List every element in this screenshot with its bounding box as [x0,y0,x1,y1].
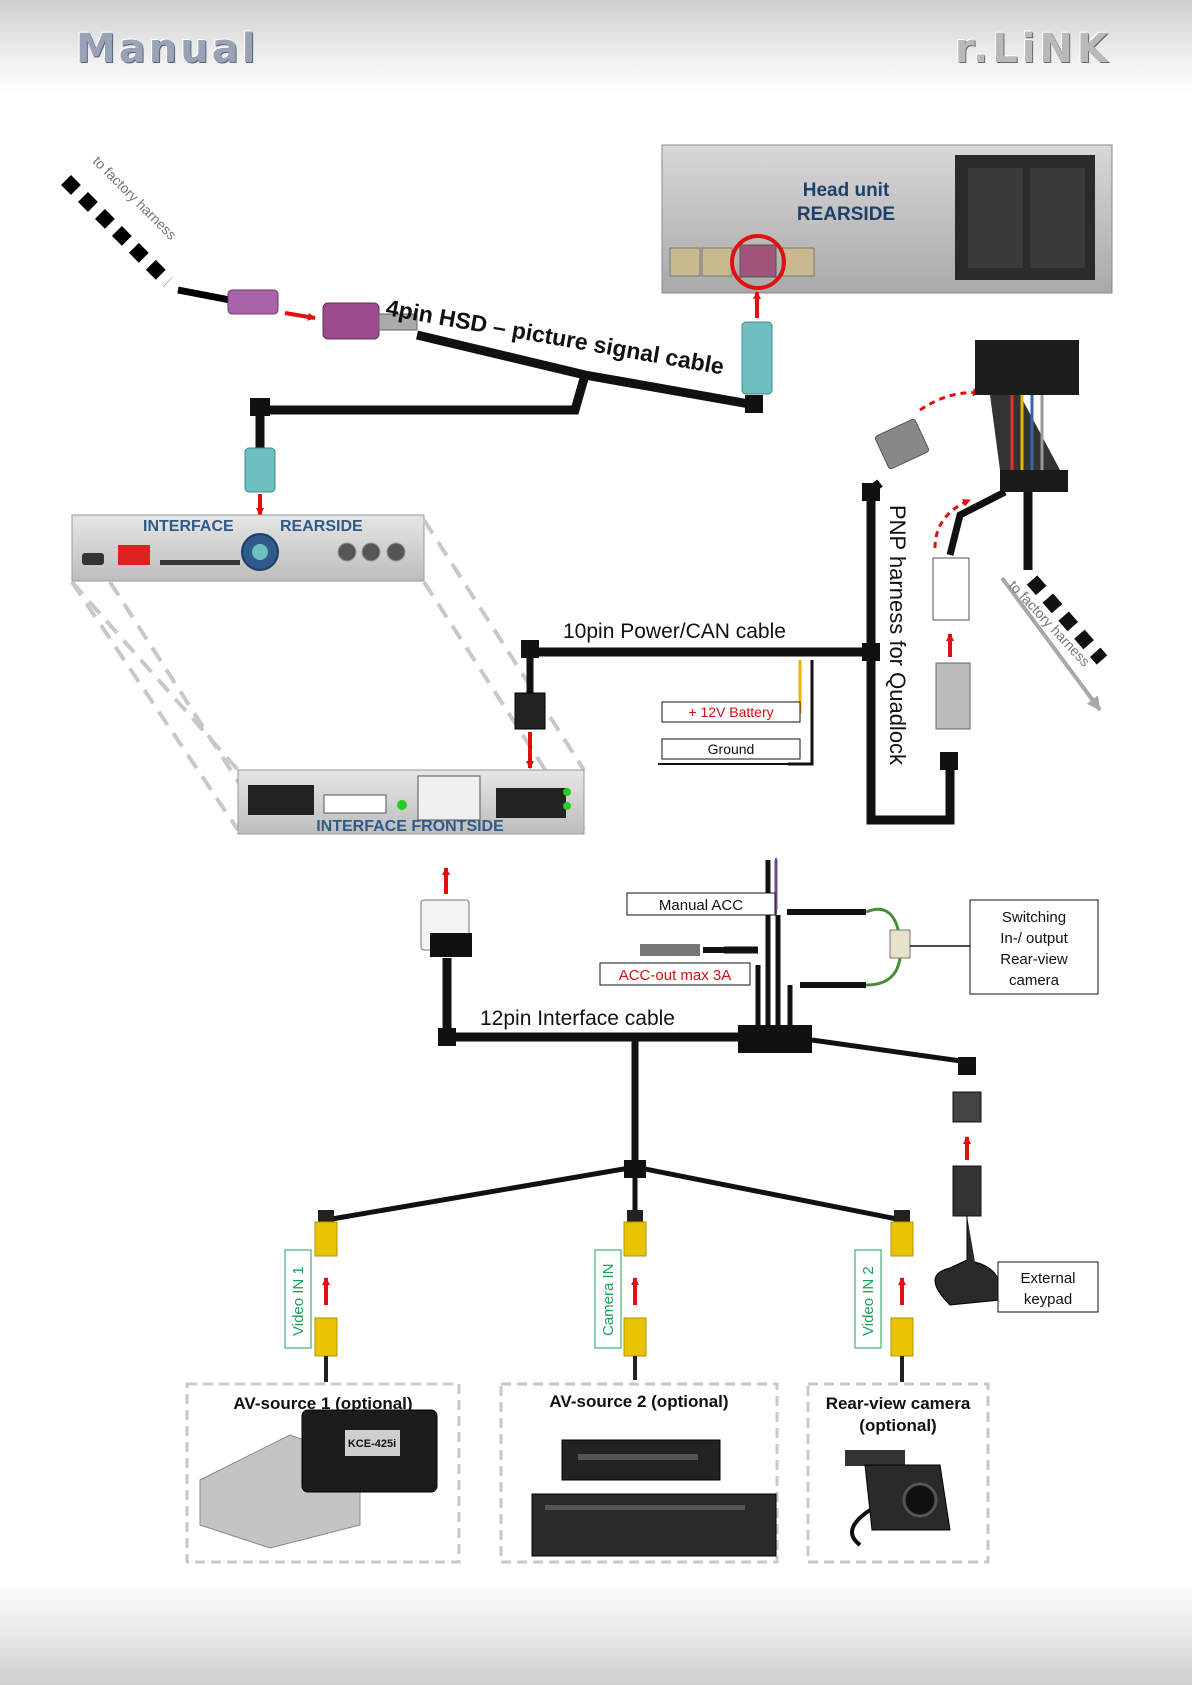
rlink-logo: r.LiNK [955,26,1112,72]
hsd-interface-plug [322,302,380,340]
acc-out-label: ACC-out max 3A [619,967,732,984]
pnp-harness-label: PNP harness for Quadlock [885,505,910,766]
interface-cable-label: 12pin Interface cable [480,1007,675,1030]
rear-camera-label-1: Rear-view camera [826,1394,971,1413]
battery-label: + 12V Battery [688,704,773,720]
av-source-2-box: AV-source 2 (optional) [499,1382,779,1564]
video-in-1-label: Video IN 1 [290,1266,307,1336]
pnp-harness: PNP harness for Quadlock to factory harn… [862,340,1108,825]
left-factory-harness: to factory harness [61,153,418,340]
power-can-plug [514,692,546,730]
to-factory-harness-left: to factory harness [90,153,180,243]
av-source-1-label: AV-source 1 (optional) [233,1394,412,1413]
manual-logo: Manual [76,26,259,72]
hsd-port-highlight [730,234,786,290]
power-can-label: 10pin Power/CAN cable [563,620,786,643]
interface-rearside-right: REARSIDE [280,518,363,535]
av-source-1-box: AV-source 1 (optional) KCE-425i [185,1382,461,1564]
interface-frontside-label: INTERFACE FRONTSIDE [316,818,504,835]
camera-in-label: Camera IN [600,1263,617,1336]
head-unit-title: Head unit [803,180,890,201]
head-unit-subtitle: REARSIDE [797,204,895,225]
ground-label: Ground [708,741,755,757]
rear-camera-label-2: (optional) [859,1416,936,1435]
page-footer [0,1580,1192,1685]
interface-rearside-left: INTERFACE [143,518,234,535]
av-source-2-label: AV-source 2 (optional) [549,1392,728,1411]
hsd-factory-plug [227,289,279,315]
video-in-2-label: Video IN 2 [860,1266,877,1336]
head-unit: Head unit REARSIDE [661,144,1113,294]
switching-line-1: Switching [1002,909,1066,926]
switching-line-4: camera [1009,972,1060,989]
rca-connectors: Video IN 1 Camera IN Video IN 2 [284,1210,914,1382]
page-header [0,0,1192,96]
switching-line-2: In-/ output [1000,930,1068,947]
hsd-headunit-plug [741,321,773,395]
hsd-interface-plug-2 [244,447,276,493]
keypad-line-1: External [1020,1270,1075,1287]
power-can-cable: 10pin Power/CAN cable + 12V Battery Grou… [514,620,880,769]
manual-acc-label: Manual ACC [659,897,743,914]
interface-rearside: INTERFACE REARSIDE [71,514,425,582]
hsd-port [739,244,777,278]
to-factory-harness-right: to factory harness [1006,577,1094,669]
switching-line-3: Rear-view [1000,951,1068,968]
interface-frontside: INTERFACE FRONTSIDE [237,769,585,835]
rear-camera-box: Rear-view camera (optional) [806,1382,990,1564]
device-label: KCE-425i [348,1438,396,1450]
keypad-line-2: keypad [1024,1291,1072,1308]
interface-cable: 12pin Interface cable Manual ACC ACC-out… [325,858,1099,1313]
